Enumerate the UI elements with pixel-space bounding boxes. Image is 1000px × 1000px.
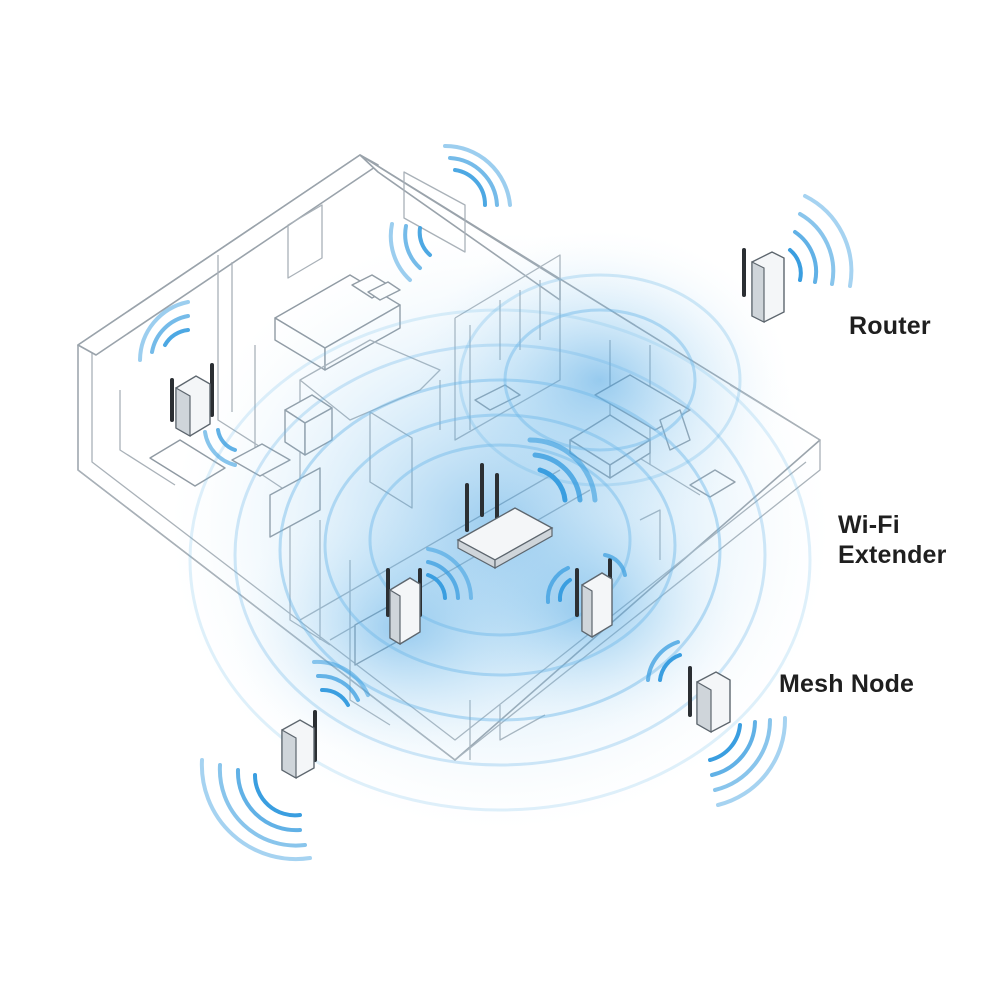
wifi-waves-icon: [138, 300, 237, 467]
wifi-wave-icons: [138, 143, 854, 862]
back-wall-left: [77, 154, 379, 356]
legend-label-mesh-node: Mesh Node: [779, 670, 915, 698]
legend-label-router: Router: [849, 312, 931, 340]
wifi-waves-icon: [426, 547, 473, 600]
wifi-waves-icon: [545, 553, 627, 604]
wifi-waves-icon: [788, 194, 854, 288]
wifi-waves-icon: [199, 659, 370, 862]
legend-label-wifi-extender: Wi-Fi Extender: [838, 510, 978, 570]
legend-router-icon: [742, 248, 785, 323]
wifi-extender-icon: [575, 558, 613, 639]
wifi-waves-icon: [527, 437, 598, 503]
wifi-extender-icon: [386, 568, 422, 646]
mesh-node-icon: [688, 666, 731, 734]
legend-label-extender-line2: Extender: [838, 541, 947, 569]
mesh-node-icon: [281, 710, 317, 780]
router-icon: [456, 463, 554, 570]
mesh-node-icon: [170, 363, 214, 438]
legend-label-extender-line1: Wi-Fi: [838, 511, 900, 539]
wifi-waves-icon: [388, 143, 512, 282]
coverage-rings: [188, 273, 812, 812]
wifi-waves-icon: [646, 640, 788, 807]
